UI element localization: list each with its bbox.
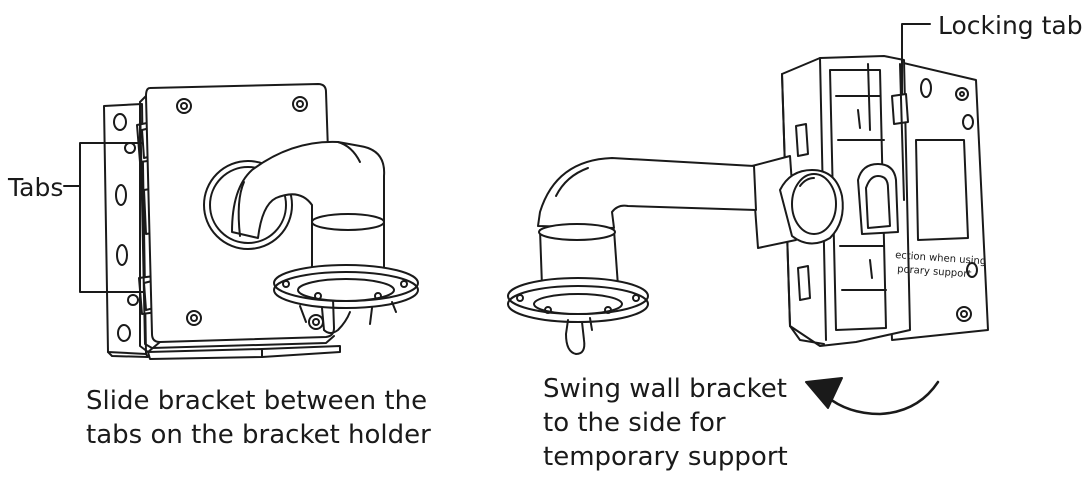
tabs-leader <box>63 142 145 293</box>
tabs-callout: Tabs <box>8 173 64 202</box>
left-caption-line: tabs on the bracket holder <box>86 420 431 450</box>
box-screws <box>176 96 324 330</box>
bracket-arm <box>537 157 757 229</box>
left-bracket-illustration <box>63 83 419 360</box>
right-caption: Swing wall bracket to the side for tempo… <box>543 372 788 474</box>
right-bracket-illustration: ection when using porary support <box>507 23 989 416</box>
left-caption: Slide bracket between the tabs on the br… <box>86 384 431 452</box>
left-caption-line: Slide bracket between the <box>86 386 428 416</box>
locking-tab <box>891 93 909 125</box>
warning-label-line-2: porary support <box>897 264 972 280</box>
right-caption-line: to the side for <box>543 408 726 438</box>
bracket-frame <box>781 55 911 347</box>
swing-arrow-head <box>805 377 843 409</box>
swing-arrow <box>824 380 940 416</box>
right-caption-line: temporary support <box>543 442 788 472</box>
locking-tab-leader <box>901 23 931 95</box>
right-caption-line: Swing wall bracket <box>543 374 787 404</box>
arm-collar <box>751 155 797 249</box>
locking-tab-callout: Locking tab <box>938 11 1083 40</box>
